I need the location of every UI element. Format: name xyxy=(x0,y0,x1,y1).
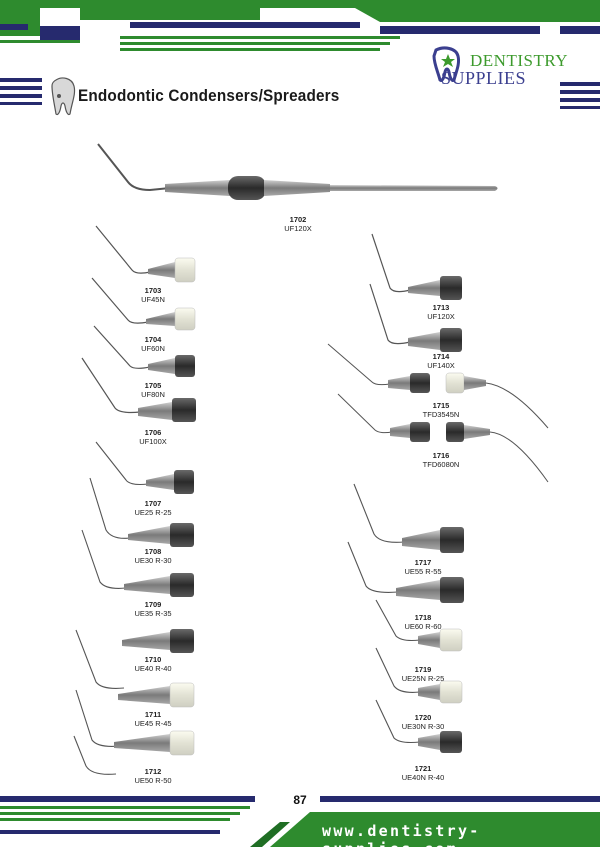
product-model: TFD6080N xyxy=(422,460,460,469)
instrument-1713-drawing xyxy=(371,233,462,300)
product-label: 1712 UE50 R-50 xyxy=(108,767,198,785)
instrument-1720-drawing xyxy=(375,647,463,704)
product-code: 1714 xyxy=(432,352,450,361)
product-model: UF140X xyxy=(427,361,455,370)
product-label: 1706 UF100X xyxy=(108,428,198,446)
product-model: UE30N R-30 xyxy=(401,722,445,731)
product-label: 1710 UE40 R-40 xyxy=(108,655,198,673)
instrument-1717-drawing xyxy=(353,483,464,553)
instrument-1711-drawing xyxy=(75,682,195,747)
instrument-illustrations xyxy=(73,143,549,775)
instrument-1706-drawing xyxy=(81,357,196,422)
product-label: 1705 UF80N xyxy=(108,381,198,399)
product-label: 1716 TFD6080N xyxy=(396,451,486,469)
product-model: UE40 R-40 xyxy=(134,664,172,673)
product-model: UE25 R-25 xyxy=(134,508,172,517)
instrument-1712-drawing xyxy=(73,730,195,775)
instrument-1716-drawing xyxy=(337,393,549,483)
brand-tooth-icon xyxy=(432,46,460,82)
product-model: UE55 R-55 xyxy=(404,567,442,576)
product-model: UF100X xyxy=(139,437,167,446)
product-code: 1715 xyxy=(432,401,450,410)
brand-name-line2: SUPPLIES xyxy=(441,68,527,88)
page-number: 87 xyxy=(293,793,307,807)
product-label: 1714 UF140X xyxy=(396,352,486,370)
product-label: 1707 UE25 R-25 xyxy=(108,499,198,517)
instrument-1704-drawing xyxy=(91,277,196,331)
product-label: 1704 UF60N xyxy=(108,335,198,353)
product-code: 1703 xyxy=(144,286,162,295)
product-code: 1712 xyxy=(144,767,162,776)
product-label: 1708 UE30 R-30 xyxy=(108,547,198,565)
product-code: 1710 xyxy=(144,655,162,664)
product-code: 1702 xyxy=(289,215,307,224)
product-label: 1711 UE45 R-45 xyxy=(108,710,198,728)
product-code: 1718 xyxy=(414,613,432,622)
product-model: UE30 R-30 xyxy=(134,556,172,565)
product-code: 1705 xyxy=(144,381,162,390)
product-model: UE60 R-60 xyxy=(404,622,442,631)
product-code: 1711 xyxy=(144,710,162,719)
brand-name-line1: DENTISTRY xyxy=(470,51,568,70)
instrument-1708-drawing xyxy=(89,477,194,547)
instrument-1710-drawing xyxy=(75,629,194,689)
tooth-logo-icon xyxy=(51,77,76,116)
product-code: 1717 xyxy=(414,558,432,567)
product-model: UF60N xyxy=(141,344,165,353)
product-code: 1704 xyxy=(144,335,162,344)
product-code: 1721 xyxy=(414,764,432,773)
instrument-1702-drawing xyxy=(97,143,498,200)
product-model: UE45 R-45 xyxy=(134,719,172,728)
header-decoration xyxy=(0,0,600,109)
instrument-1721-drawing xyxy=(375,699,462,753)
product-label: 1703 UF45N xyxy=(108,286,198,304)
product-code: 1709 xyxy=(144,600,162,609)
instrument-1718-drawing xyxy=(347,541,464,603)
product-model: UF120X xyxy=(284,224,312,233)
product-label: 1721 UE40N R-40 xyxy=(378,764,468,782)
product-label: 1720 UE30N R-30 xyxy=(378,713,468,731)
footer-decoration xyxy=(0,796,600,847)
product-label: 1719 UE25N R-25 xyxy=(378,665,468,683)
product-code: 1706 xyxy=(144,428,162,437)
product-label: 1713 UF120X xyxy=(396,303,486,321)
instrument-1703-drawing xyxy=(95,225,196,283)
instrument-1719-drawing xyxy=(375,599,463,652)
instrument-1709-drawing xyxy=(81,529,194,597)
website-url: www.dentistry-supplies.com xyxy=(322,822,481,858)
product-code: 1707 xyxy=(144,499,162,508)
product-model: UF45N xyxy=(141,295,165,304)
product-code: 1716 xyxy=(432,451,450,460)
product-label: 1715 TFD3545N xyxy=(396,401,486,419)
instrument-1705-drawing xyxy=(93,325,195,377)
product-code: 1713 xyxy=(432,303,450,312)
page-title: Endodontic Condensers/Spreaders xyxy=(78,86,340,105)
product-code: 1708 xyxy=(144,547,162,556)
instrument-1707-drawing xyxy=(95,441,194,494)
product-label: 1709 UE35 R-35 xyxy=(108,600,198,618)
product-label: 1717 UE55 R-55 xyxy=(378,558,468,576)
product-code: 1720 xyxy=(414,713,432,722)
product-model: UE25N R-25 xyxy=(401,674,445,683)
instrument-1714-drawing xyxy=(369,283,462,352)
product-model: UF80N xyxy=(141,390,165,399)
product-code: 1719 xyxy=(414,665,432,674)
product-model: UE50 R-50 xyxy=(134,776,172,785)
product-label: 1718 UE60 R-60 xyxy=(378,613,468,631)
product-label-1702: 1702 UF120X xyxy=(253,215,343,233)
product-model: UE35 R-35 xyxy=(134,609,172,618)
product-model: UF120X xyxy=(427,312,455,321)
instrument-1715-drawing xyxy=(327,343,549,429)
product-model: UE40N R-40 xyxy=(401,773,445,782)
product-model: TFD3545N xyxy=(422,410,460,419)
